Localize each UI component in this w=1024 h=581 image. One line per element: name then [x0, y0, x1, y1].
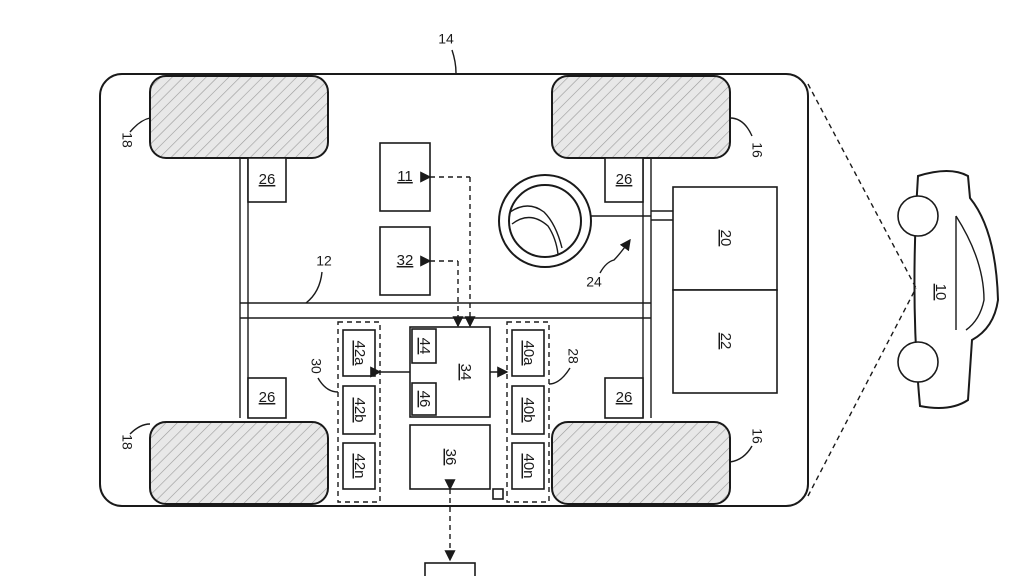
- label-42a: 42a: [351, 340, 368, 366]
- label-11: 11: [397, 168, 413, 185]
- label-36: 36: [442, 449, 459, 466]
- wheel-left-bottom: [149, 421, 329, 505]
- ref-14-leader: [451, 49, 457, 74]
- ref-12: 12: [316, 253, 332, 269]
- label-40b: 40b: [520, 397, 537, 422]
- module-44: [411, 328, 437, 364]
- module-20: [672, 186, 778, 291]
- wheel-right-top: [551, 75, 731, 159]
- label-40n: 40n: [520, 453, 537, 478]
- module-36: [409, 424, 491, 490]
- ref-30-leader: [317, 377, 339, 393]
- data-links-11-32-34: [420, 171, 476, 328]
- wheel-left-top: [149, 75, 329, 159]
- label-20: 20: [717, 230, 734, 247]
- label-46: 46: [416, 391, 433, 408]
- ref-18-bottom: 18: [119, 434, 135, 450]
- ref-28-leader: [548, 367, 571, 385]
- ref-18-top-leader: [129, 117, 151, 133]
- wheel-right-bottom: [551, 421, 731, 505]
- vehicle-10-icon: [897, 170, 1000, 409]
- label-26-top-left: 26: [259, 171, 276, 188]
- label-40a: 40a: [520, 340, 537, 366]
- module-42b: [342, 385, 376, 435]
- group-30-outline: [337, 321, 381, 503]
- ref-16-top-leader: [729, 117, 753, 137]
- external-module-partial: [424, 562, 476, 581]
- ref-24: 24: [586, 274, 602, 290]
- label-44: 44: [416, 338, 433, 355]
- label-10: 10: [932, 284, 949, 301]
- ref-24-leader: [599, 238, 631, 274]
- port-small: [492, 488, 504, 500]
- projection-lines: [807, 83, 917, 497]
- module-26-top-left: [247, 157, 287, 203]
- module-46: [411, 382, 437, 416]
- module-40n: [511, 442, 545, 490]
- label-26-bottom-right: 26: [616, 389, 633, 406]
- module-22: [672, 289, 778, 394]
- label-34: 34: [457, 364, 474, 381]
- module-40b: [511, 385, 545, 435]
- label-22: 22: [717, 333, 734, 350]
- label-26-top-right: 26: [616, 171, 633, 188]
- label-26-bottom-left: 26: [259, 389, 276, 406]
- steering-wheel: [498, 174, 651, 268]
- module-26-bottom-right: [604, 377, 644, 419]
- ref-18-top: 18: [119, 132, 135, 148]
- module-42n: [342, 442, 376, 490]
- label-42b: 42b: [351, 397, 368, 422]
- module-26-bottom-left: [247, 377, 287, 419]
- ref-16-top: 16: [749, 142, 765, 158]
- label-32: 32: [397, 252, 414, 269]
- module-26-top-right: [604, 157, 644, 203]
- ref-16-bottom-leader: [729, 445, 753, 463]
- ref-18-bottom-leader: [129, 423, 151, 435]
- ref-16-bottom: 16: [749, 428, 765, 444]
- module-40a: [511, 329, 545, 377]
- ref-28: 28: [565, 348, 581, 364]
- label-42n: 42n: [351, 453, 368, 478]
- ref-14: 14: [438, 31, 454, 47]
- ref-30: 30: [308, 358, 324, 374]
- ref-12-leader: [305, 271, 323, 304]
- group-28-outline: [506, 321, 550, 503]
- module-42a: [342, 329, 376, 377]
